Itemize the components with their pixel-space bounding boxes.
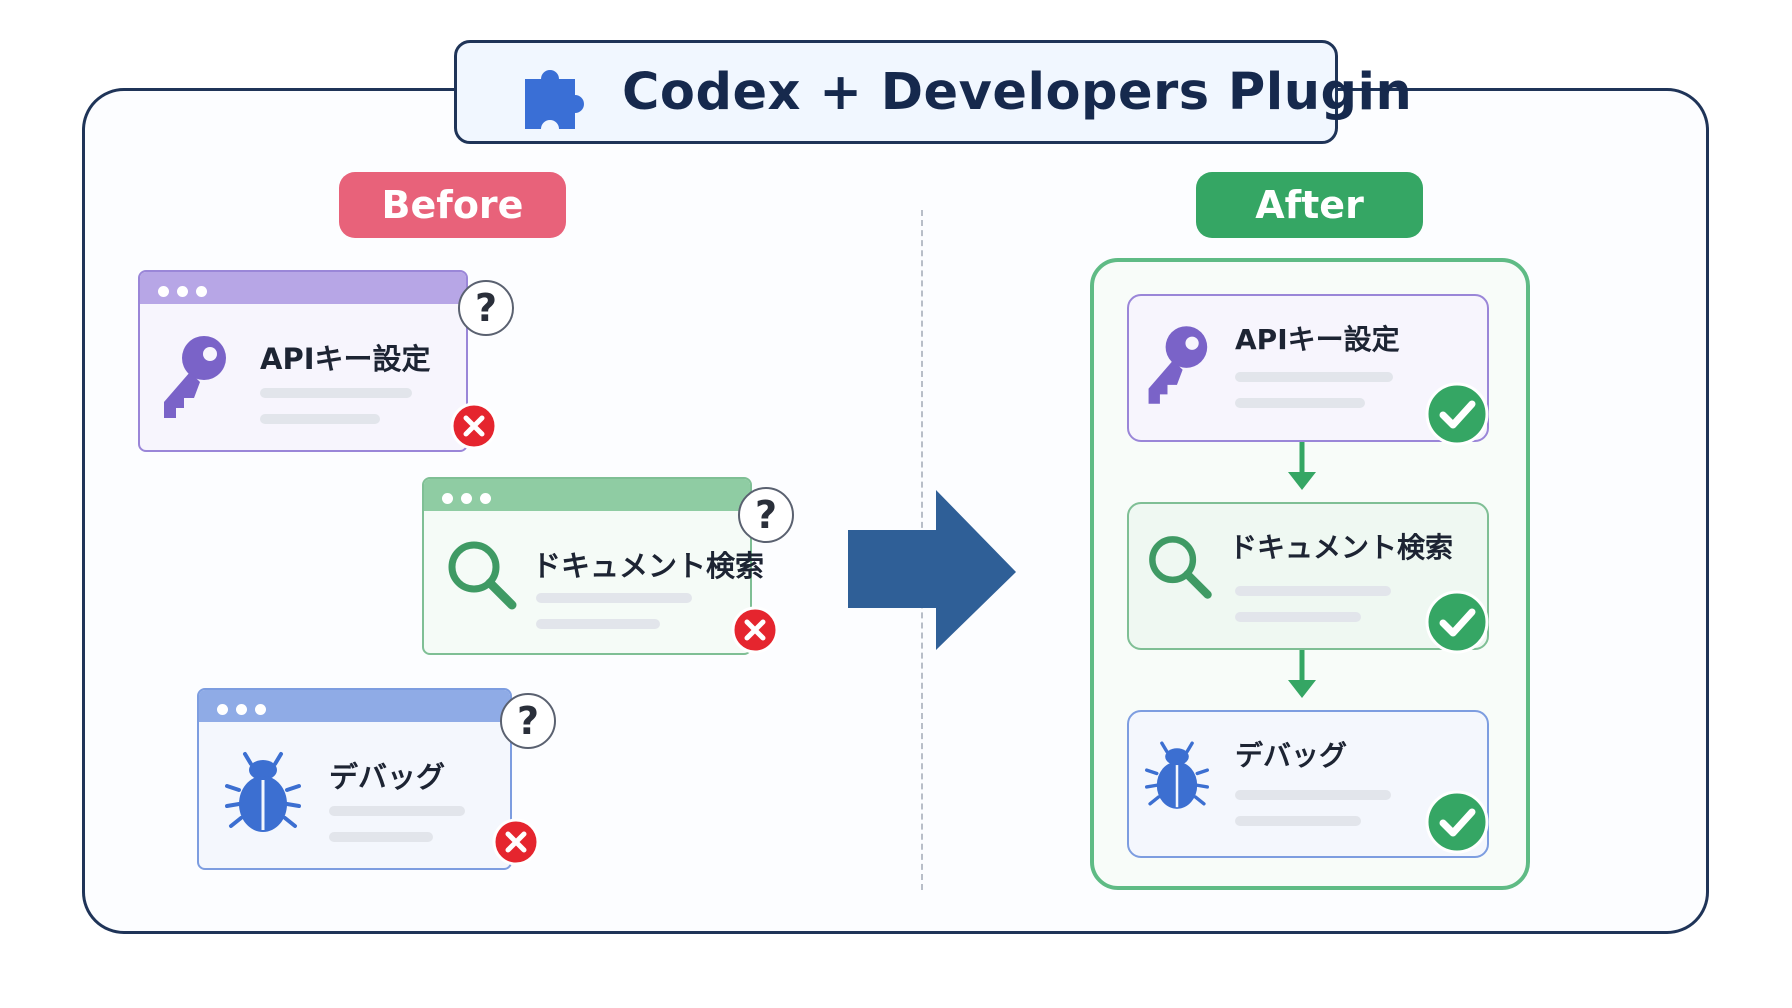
task-label: ドキュメント検索 [1229, 531, 1454, 564]
x-icon [492, 818, 540, 866]
window-dots [158, 282, 215, 301]
page-title: Codex + Developers Plugin [622, 63, 1413, 122]
placeholder-line [1235, 398, 1365, 408]
before-card-debug: デバッグ [197, 688, 512, 870]
placeholder-line [329, 832, 433, 842]
check-icon [1425, 382, 1489, 446]
key-icon [164, 336, 226, 418]
check-icon [1425, 790, 1489, 854]
placeholder-line [536, 593, 692, 603]
task-label: ドキュメント検索 [532, 549, 765, 583]
flow-arrow-down [1288, 650, 1316, 698]
window-titlebar [424, 479, 750, 511]
window-dots [217, 700, 274, 719]
placeholder-line [1235, 790, 1391, 800]
flow-arrow-down [1288, 442, 1316, 490]
task-label: デバッグ [1235, 739, 1348, 772]
placeholder-line [260, 414, 380, 424]
x-icon [450, 402, 498, 450]
after-label: After [1196, 172, 1423, 238]
check-icon [1425, 590, 1489, 654]
window-dots [442, 489, 499, 508]
placeholder-line [1235, 816, 1361, 826]
puzzle-icon [525, 69, 584, 129]
before-label: Before [339, 172, 566, 238]
question-badge: ? [458, 280, 514, 336]
placeholder-line [260, 388, 412, 398]
task-label: APIキー設定 [1235, 323, 1400, 356]
placeholder-line [1235, 612, 1361, 622]
before-card-doc-search: ドキュメント検索 [422, 477, 764, 655]
before-card-api-key: APIキー設定 [138, 270, 468, 452]
task-label: デバッグ [329, 760, 446, 794]
bug-icon [1145, 741, 1209, 809]
key-icon [1148, 326, 1208, 404]
task-label: APIキー設定 [260, 342, 431, 376]
window-titlebar [199, 690, 510, 722]
search-icon [448, 541, 517, 610]
transition-arrow [848, 490, 1016, 650]
placeholder-line [1235, 372, 1393, 382]
placeholder-line [536, 619, 660, 629]
x-icon [731, 606, 779, 654]
question-badge: ? [738, 487, 794, 543]
title-box: Codex + Developers Plugin [454, 40, 1412, 144]
placeholder-line [1235, 586, 1391, 596]
question-badge: ? [500, 693, 556, 749]
bug-icon [225, 752, 301, 832]
window-titlebar [140, 272, 466, 304]
search-icon [1149, 536, 1212, 599]
placeholder-line [329, 806, 465, 816]
